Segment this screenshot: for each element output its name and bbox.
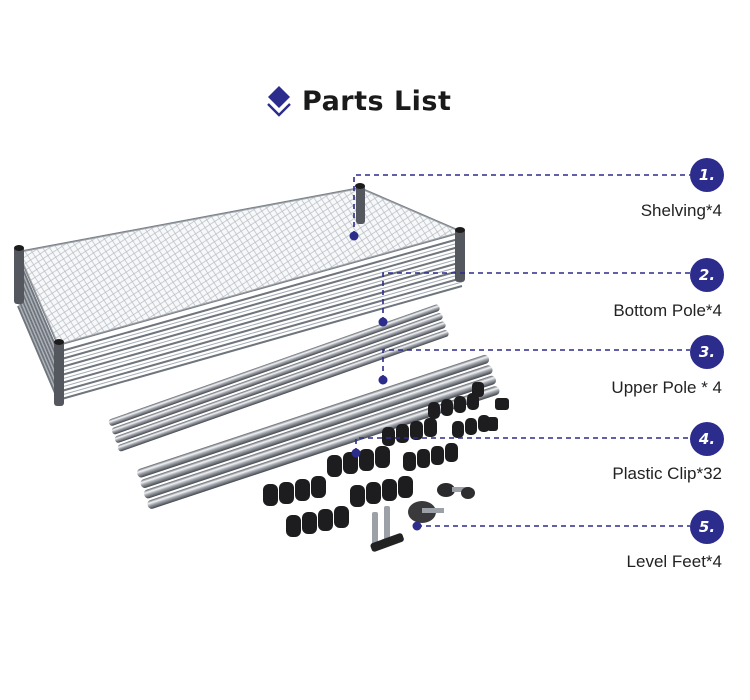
title-area: Parts List [266, 84, 451, 118]
part-number-badge: 1. [690, 158, 724, 192]
leader-dots [349, 231, 422, 531]
part-number-badge: 5. [690, 510, 724, 544]
part-number-badge: 2. [690, 258, 724, 292]
part-label-bottom-pole: Bottom Pole*4 [613, 301, 722, 320]
part-number-badge: 3. [690, 335, 724, 369]
leader-lines [353, 174, 690, 527]
part-label-upper-pole: Upper Pole * 4 [611, 378, 722, 397]
wire-shelf-image [14, 183, 465, 406]
leveling-foot-image [370, 483, 475, 552]
part-label-shelving: Shelving*4 [640, 201, 722, 220]
plastic-clip-image [263, 382, 509, 537]
part-label-level-feet: Level Feet*4 [626, 552, 722, 571]
part-label-plastic-clip: Plastic Clip*32 [612, 464, 722, 483]
page-title: Parts List [302, 85, 452, 117]
chrome-pole-image [108, 304, 500, 509]
part-number-badge: 4. [690, 422, 724, 456]
stacked-diamond-icon [267, 86, 291, 117]
